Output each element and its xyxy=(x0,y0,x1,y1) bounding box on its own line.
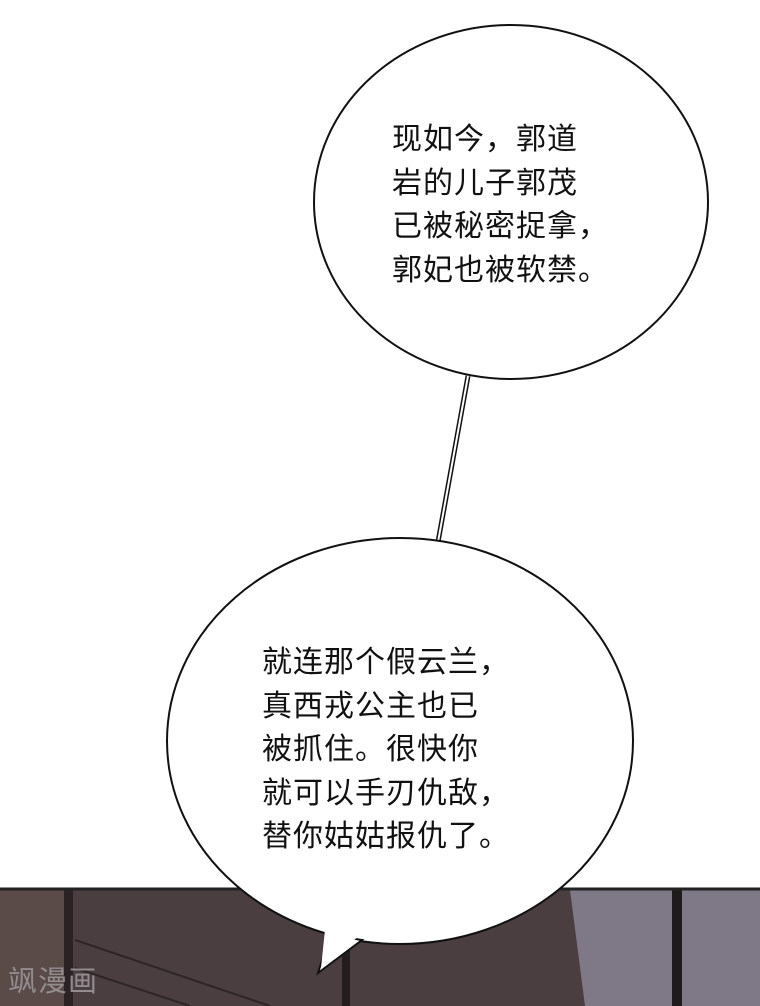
bubble-2-text: 就连那个假云兰， 真西戎公主也已 被抓住。很快你 就可以手刃仇敌， 替你姑姑报仇… xyxy=(262,641,510,859)
tail-line xyxy=(435,375,471,543)
speech-bubble-1 xyxy=(313,24,709,380)
text-line: 已被秘密捉拿， xyxy=(392,209,609,244)
text-line: 现如今，郭道 xyxy=(392,122,578,157)
text-line: 郭妃也被软禁。 xyxy=(392,252,609,288)
text-line: 被抓住。很快你 xyxy=(262,732,479,767)
text-line: 就连那个假云兰， xyxy=(262,645,510,680)
text-line: 替你姑姑报仇了。 xyxy=(262,819,510,854)
speech-bubble-2 xyxy=(166,537,634,976)
text-line: 就可以手刃仇敌， xyxy=(262,775,510,811)
text-line: 岩的儿子郭茂 xyxy=(392,165,578,201)
watermark: 飒漫画 xyxy=(8,964,99,998)
text-line: 真西戎公主也已 xyxy=(262,688,479,724)
bubble-1-text: 现如今，郭道 岩的儿子郭茂 已被秘密捉拿， 郭妃也被软禁。 xyxy=(392,118,609,292)
